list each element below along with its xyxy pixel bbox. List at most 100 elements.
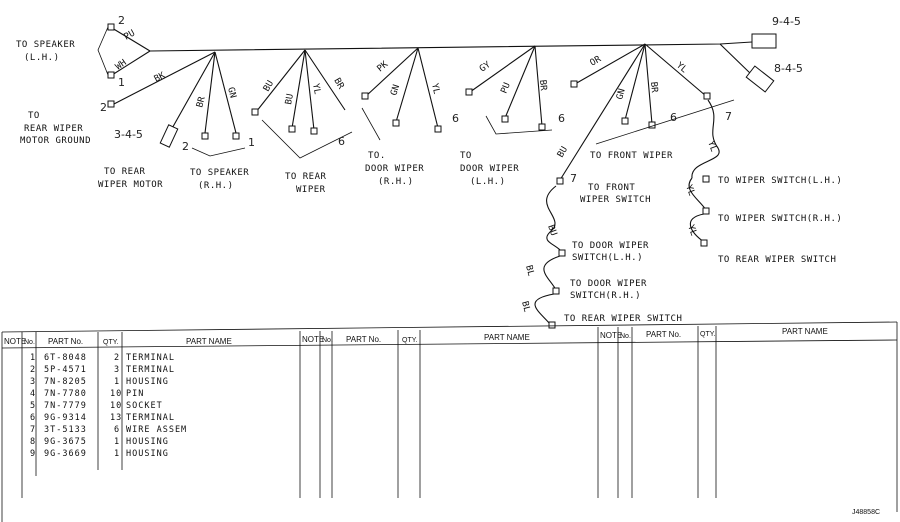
row-no: 2 <box>30 365 36 375</box>
label-pu: PU <box>123 29 137 43</box>
row-name: SOCKET <box>126 401 163 411</box>
row-no: 4 <box>30 389 36 399</box>
row-no: 8 <box>30 437 36 447</box>
dest-motor-1: TO REAR <box>104 167 146 177</box>
row-name: HOUSING <box>126 437 169 447</box>
terminal <box>703 92 711 100</box>
callout-2c: 2 <box>182 140 189 153</box>
bracket <box>595 99 735 145</box>
row-qty: 3 <box>114 365 120 375</box>
wire-yl-4 <box>691 99 720 179</box>
callout-1: 1 <box>118 76 125 89</box>
terminal <box>107 71 115 79</box>
dest-rear-wiper-1: TO REAR <box>285 172 327 182</box>
row-qty: 6 <box>114 425 120 435</box>
wire-bu-3 <box>559 43 646 181</box>
row-part-no: 3T-5133 <box>44 425 87 435</box>
wire-gn-1 <box>214 51 237 134</box>
terminal <box>556 177 564 185</box>
dest-wiper-switch-lh: TO WIPER SWITCH(L.H.) <box>718 176 842 186</box>
row-no: 9 <box>30 449 36 459</box>
row-name: HOUSING <box>126 377 169 387</box>
label-yl-6: YL <box>685 224 698 238</box>
label-bu-4: BU <box>545 224 558 238</box>
bracket <box>97 26 109 76</box>
row-no: 3 <box>30 377 36 387</box>
wire-to-motor <box>169 51 216 133</box>
wire-bu-1 <box>255 49 306 113</box>
wire-yl-3 <box>644 43 707 97</box>
row-part-no: 7N-7779 <box>44 401 87 411</box>
terminal <box>700 239 708 247</box>
label-gy: GY <box>478 60 493 75</box>
hdr-partno-3: PART No. <box>646 330 681 339</box>
row-part-no: 7N-8205 <box>44 377 87 387</box>
dest-door-switch-lh-2: SWITCH(L.H.) <box>572 253 643 263</box>
dest-front-wiper: TO FRONT WIPER <box>590 151 673 161</box>
terminal <box>558 249 566 257</box>
dest-rear-wiper-switch-side: TO REAR WIPER SWITCH <box>718 255 836 265</box>
row-no: 7 <box>30 425 36 435</box>
terminal <box>288 125 296 133</box>
dest-door-lh-3: (L.H.) <box>470 177 506 187</box>
label-or: OR <box>589 54 604 68</box>
wire-gy <box>469 45 536 93</box>
branch-8-4-5 <box>719 43 753 76</box>
callout-6c: 6 <box>558 112 565 125</box>
dest-door-lh-1: TO <box>460 151 472 161</box>
callout-8-4-5: 8-4-5 <box>774 62 803 75</box>
wire-yl-2 <box>417 47 439 129</box>
row-qty: 2 <box>114 353 120 363</box>
label-br-3: BR <box>537 79 548 91</box>
label-pk: PK <box>376 59 391 74</box>
label-pu-2: PU <box>500 81 513 95</box>
label-gn-3: GN <box>615 88 627 101</box>
hdr-partno-2: PART No. <box>346 335 381 344</box>
row-name: PIN <box>126 389 144 399</box>
hdr-partname-3: PART NAME <box>782 327 828 336</box>
bracket <box>261 119 353 159</box>
row-name: WIRE ASSEM <box>126 425 187 435</box>
row-part-no: 6T-8048 <box>44 353 87 363</box>
wire-pk <box>365 47 419 97</box>
parts-table: NOTE No. PART No. QTY. PART NAME NOTE No… <box>1 321 898 522</box>
hdr-qty-2: QTY. <box>402 337 417 344</box>
dest-ground-2: REAR WIPER <box>24 124 83 134</box>
row-qty: 1 <box>114 437 120 447</box>
dest-rear-wiper-2: WIPER <box>296 185 326 195</box>
callout-6a: 6 <box>338 135 345 148</box>
hdr-partname-1: PART NAME <box>186 337 232 346</box>
wire-bl-1 <box>543 255 561 291</box>
terminal <box>552 287 560 295</box>
wire-br-3 <box>534 45 543 127</box>
wire-pu <box>111 27 151 52</box>
dest-door-switch-lh-1: TO DOOR WIPER <box>572 241 649 251</box>
dest-wiper-switch-rh: TO WIPER SWITCH(R.H.) <box>718 214 842 224</box>
label-yl-3: YL <box>674 61 689 76</box>
hdr-partname-2: PART NAME <box>484 333 530 342</box>
terminal <box>107 23 115 31</box>
bracket <box>361 107 381 141</box>
terminal <box>361 92 369 100</box>
table-row: 5 7N-7779 10 SOCKET <box>30 401 163 411</box>
callout-7a: 7 <box>725 110 732 123</box>
label-br-1: BR <box>195 95 208 109</box>
hdr-no-1: No. <box>24 339 35 346</box>
dest-speaker-rh-2: (R.H.) <box>198 181 234 191</box>
label-bu-1: BU <box>262 79 276 93</box>
wire-br-1 <box>204 51 216 134</box>
wire-pu-2 <box>504 45 536 119</box>
terminal <box>570 80 578 88</box>
dest-door-lh-2: DOOR WIPER <box>460 164 519 174</box>
connector-8-4-5 <box>745 65 775 93</box>
terminal <box>702 175 710 183</box>
wire-gn-2 <box>395 47 419 123</box>
dest-door-switch-rh-2: SWITCH(R.H.) <box>570 291 641 301</box>
connector-9-4-5 <box>751 33 777 49</box>
terminal <box>501 115 509 123</box>
dest-door-rh-1: TO. <box>368 151 386 161</box>
connector-3-4-5 <box>159 124 179 148</box>
callout-1b: 1 <box>248 136 255 149</box>
dest-speaker-lh-1: TO SPEAKER <box>16 40 75 50</box>
terminal <box>232 132 240 140</box>
